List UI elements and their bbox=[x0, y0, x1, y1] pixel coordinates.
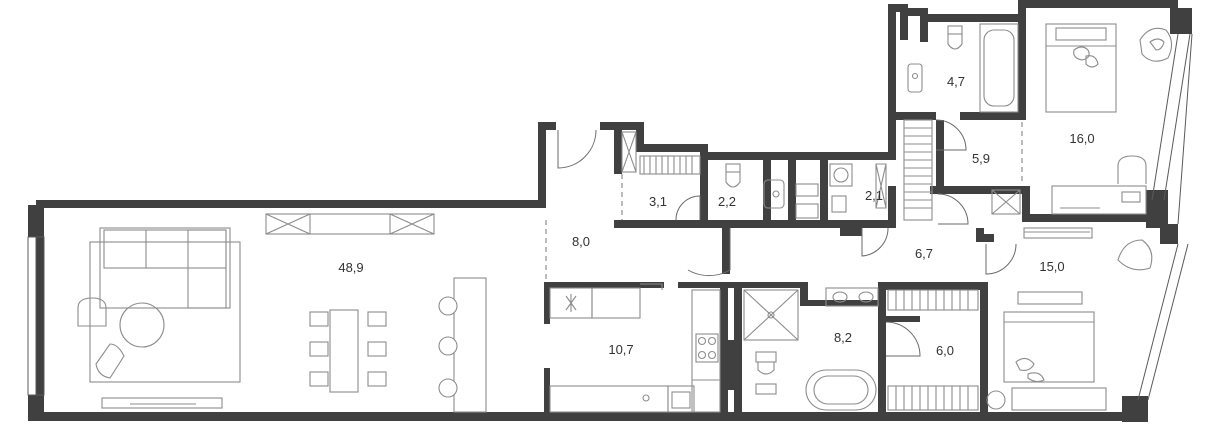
washer-icon bbox=[829, 163, 853, 187]
cabinet-icon bbox=[991, 189, 1021, 215]
area-laundry: 2,1 bbox=[865, 188, 883, 203]
area-wc: 2,2 bbox=[718, 194, 736, 209]
dresser-icon bbox=[986, 227, 1107, 411]
doors bbox=[557, 119, 1017, 357]
tv-unit-icon bbox=[101, 397, 223, 409]
shower-icon bbox=[743, 289, 799, 341]
walls bbox=[28, 0, 1192, 422]
area-wardrobe: 6,0 bbox=[936, 343, 954, 358]
area-living: 48,9 bbox=[338, 260, 363, 275]
armchair-icon bbox=[1139, 27, 1173, 62]
area-bath-2: 8,2 bbox=[834, 330, 852, 345]
area-kitchen: 10,7 bbox=[608, 342, 633, 357]
area-bedroom-2: 15,0 bbox=[1039, 259, 1064, 274]
bar-counter-icon bbox=[438, 277, 487, 413]
wardrobe-icon bbox=[903, 119, 933, 221]
kitchen-counter-icon bbox=[549, 287, 721, 413]
shelving-icon bbox=[621, 131, 701, 175]
sink-icon bbox=[763, 179, 785, 209]
toilet-icon bbox=[755, 351, 777, 395]
area-labels: 48,9 8,0 3,1 2,2 2,1 4,7 5,9 16,0 6,7 15… bbox=[338, 74, 1094, 358]
area-storage: 3,1 bbox=[649, 194, 667, 209]
armchair-icon bbox=[77, 297, 125, 379]
area-corridor-1: 5,9 bbox=[972, 151, 990, 166]
bed-icon bbox=[1003, 291, 1095, 383]
double-sink-icon bbox=[825, 287, 879, 307]
dining-table-icon bbox=[309, 309, 387, 393]
counter-edge-icon bbox=[640, 283, 663, 290]
area-hall: 8,0 bbox=[572, 234, 590, 249]
toilet-icon bbox=[947, 25, 963, 50]
area-bath-1: 4,7 bbox=[947, 74, 965, 89]
wall-cabinet-icon bbox=[265, 213, 435, 235]
windows bbox=[27, 33, 1193, 401]
cooktop-icon bbox=[695, 333, 719, 363]
wardrobe-icon bbox=[887, 289, 979, 411]
area-bedroom-1: 16,0 bbox=[1069, 131, 1094, 146]
cabinet-icon bbox=[875, 163, 887, 209]
shelf-icon bbox=[795, 183, 819, 197]
toilet-icon bbox=[725, 163, 741, 188]
zone-lines bbox=[545, 122, 1023, 280]
desk-icon bbox=[1051, 155, 1147, 215]
sofa-icon bbox=[99, 227, 231, 309]
sink-icon bbox=[907, 63, 923, 93]
area-corridor-2: 6,7 bbox=[915, 246, 933, 261]
armchair-icon bbox=[1117, 239, 1153, 271]
coffee-table-icon bbox=[119, 302, 165, 348]
bed-icon bbox=[1045, 23, 1117, 113]
shelf-icon bbox=[795, 203, 819, 219]
rug-icon bbox=[89, 241, 241, 383]
bathtub-icon bbox=[805, 369, 877, 411]
laundry-chair-icon bbox=[831, 195, 847, 213]
bathtub-icon bbox=[979, 23, 1019, 113]
